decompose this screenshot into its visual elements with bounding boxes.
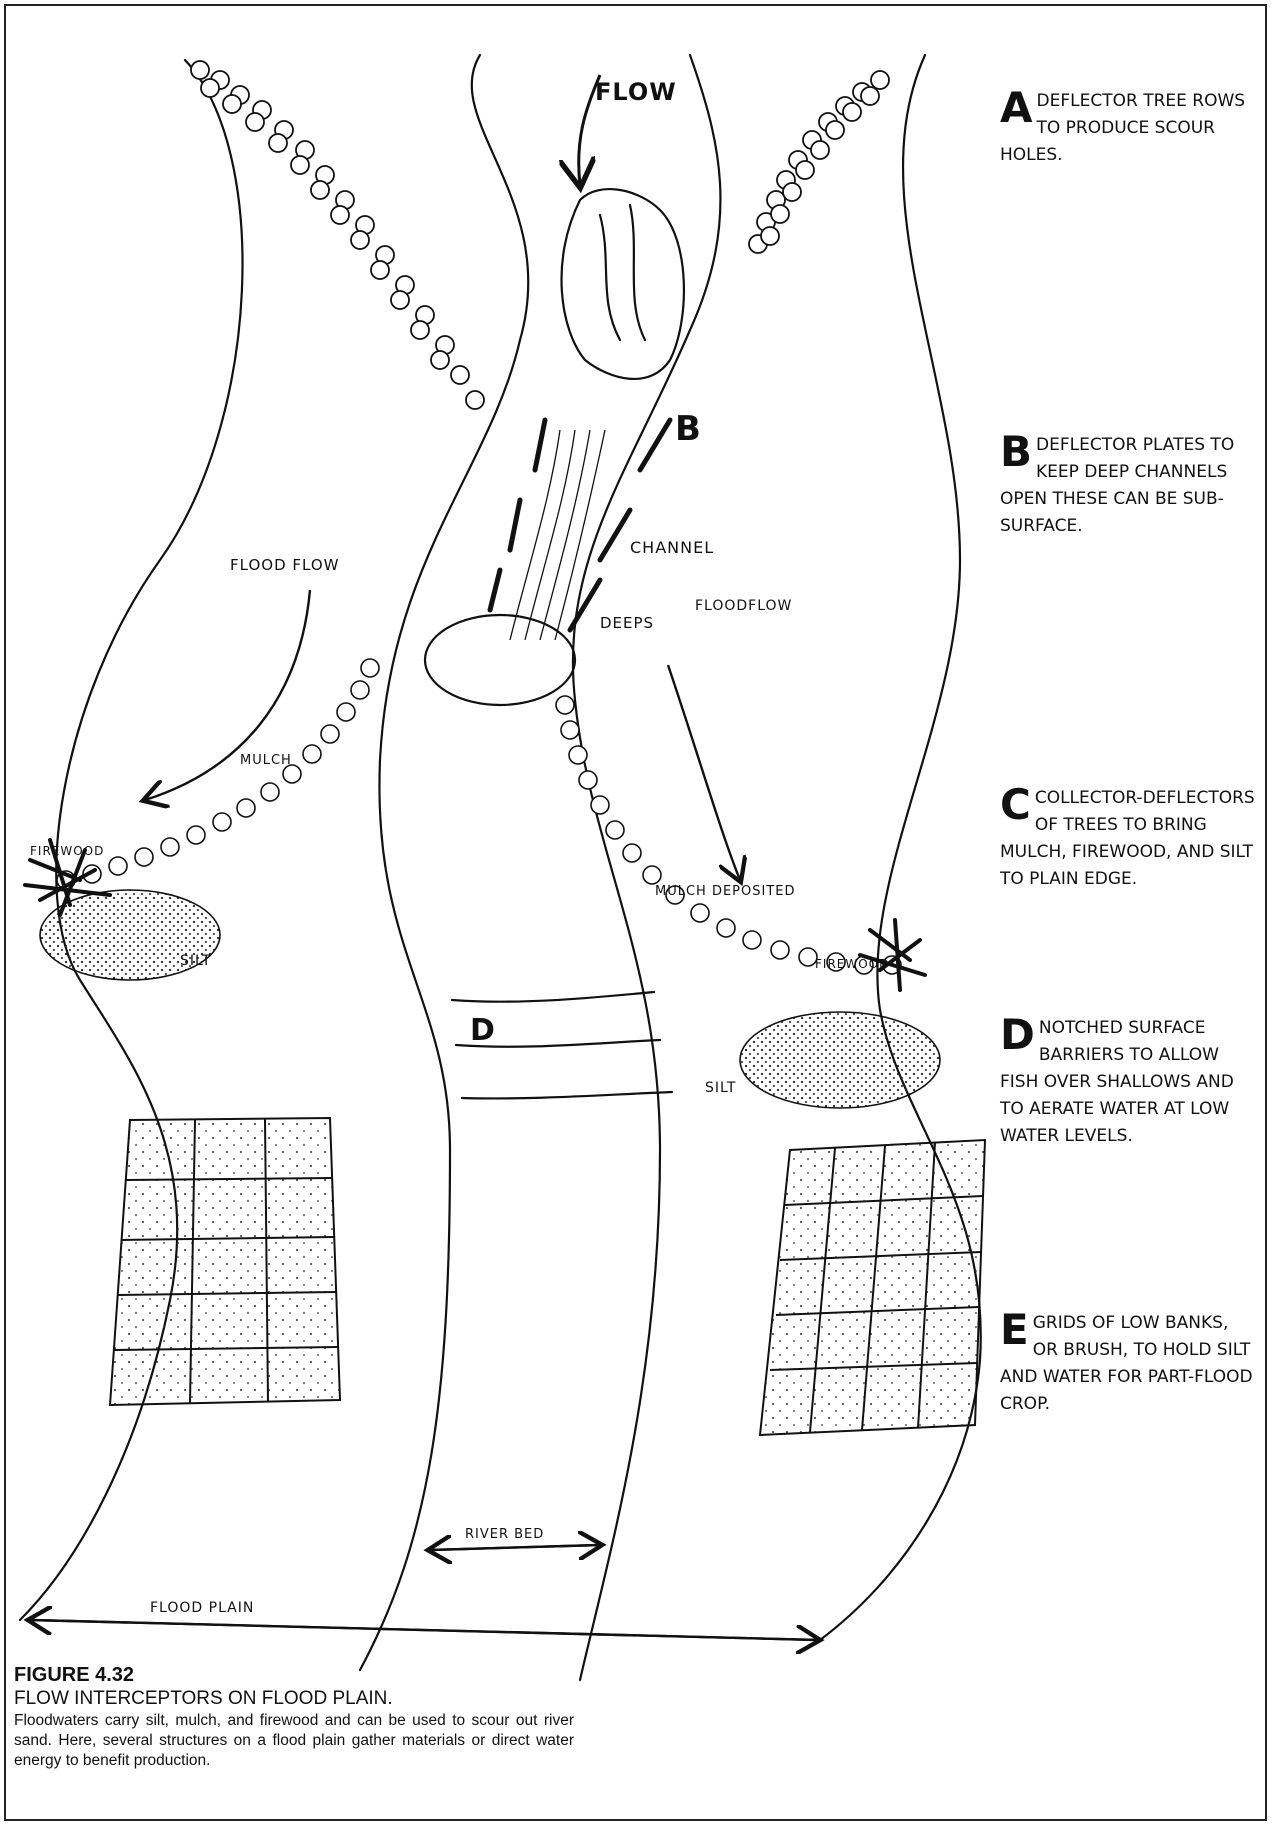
collector-deflector-left — [57, 659, 379, 889]
firewood-right — [860, 920, 925, 990]
figure-title: FLOW INTERCEPTORS ON FLOOD PLAIN. — [14, 1687, 574, 1711]
label-floodflow-right: FLOODFLOW — [695, 598, 792, 614]
legend-letter-b: B — [1000, 432, 1032, 472]
label-flood-plain: FLOOD PLAIN — [150, 1600, 254, 1616]
boulder — [561, 189, 683, 379]
legend-text-c: COLLECTOR-DEFLECTORS OF TREES TO BRING M… — [1000, 788, 1255, 889]
crop-grid-left — [110, 1118, 340, 1405]
figure-number: FIGURE 4.32 — [14, 1663, 574, 1687]
river-bed-arrow-left — [430, 1545, 600, 1550]
label-silt-right: SILT — [705, 1080, 736, 1096]
label-floodflow-left: FLOOD FLOW — [230, 556, 339, 574]
label-firewood-right: FIREWOOD — [815, 957, 889, 971]
legend-item-c: C COLLECTOR-DEFLECTORS OF TREES TO BRING… — [1000, 785, 1255, 893]
figure-caption-text: Floodwaters carry silt, mulch, and firew… — [14, 1711, 574, 1771]
crop-grid-right — [760, 1140, 985, 1435]
silt-right — [740, 1012, 940, 1108]
legend-text-b: DEFLECTOR PLATES TO KEEP DEEP CHANNELS O… — [1000, 435, 1234, 536]
legend-letter-e: E — [1000, 1310, 1029, 1350]
flood-plain-arrow-left — [30, 1620, 818, 1640]
channel-lines — [510, 430, 605, 640]
floodflow-right-arrow — [668, 665, 740, 880]
legend-text-d: NOTCHED SURFACE BARRIERS TO ALLOW FISH O… — [1000, 1018, 1234, 1146]
label-firewood-left: FIREWOOD — [30, 844, 104, 858]
label-flow: FLOW — [595, 78, 677, 106]
collector-deflector-right — [556, 696, 901, 974]
river-bed-left-bank — [360, 55, 528, 1670]
legend-item-e: E GRIDS OF LOW BANKS, OR BRUSH, TO HOLD … — [1000, 1310, 1255, 1418]
barrier-d-top — [452, 992, 654, 1002]
legend-letter-c: C — [1000, 785, 1031, 825]
label-river-bed: RIVER BED — [465, 1527, 544, 1542]
deflector-tree-row-right — [749, 71, 889, 253]
barrier-d-bottom — [462, 1092, 672, 1098]
deep-pool — [425, 615, 575, 705]
legend-letter-a: A — [1000, 88, 1033, 128]
label-marker-d: D — [470, 1013, 496, 1048]
legend-text-a: DEFLECTOR TREE ROWS TO PRODUCE SCOUR HOL… — [1000, 91, 1245, 165]
label-silt-left: SILT — [180, 953, 211, 969]
legend-item-b: B DEFLECTOR PLATES TO KEEP DEEP CHANNELS… — [1000, 432, 1255, 540]
label-deeps: DEEPS — [600, 614, 654, 632]
label-channel: CHANNEL — [630, 538, 714, 557]
legend-letter-d: D — [1000, 1015, 1035, 1055]
label-mulch-deposited: MULCH DEPOSITED — [655, 884, 796, 899]
figure-caption: FIGURE 4.32 FLOW INTERCEPTORS ON FLOOD P… — [14, 1663, 574, 1771]
legend-item-d: D NOTCHED SURFACE BARRIERS TO ALLOW FISH… — [1000, 1015, 1255, 1150]
label-mulch-left: MULCH — [240, 753, 292, 768]
label-marker-b: B — [675, 409, 702, 449]
legend-text-e: GRIDS OF LOW BANKS, OR BRUSH, TO HOLD SI… — [1000, 1313, 1253, 1414]
legend-item-a: A DEFLECTOR TREE ROWS TO PRODUCE SCOUR H… — [1000, 88, 1255, 169]
